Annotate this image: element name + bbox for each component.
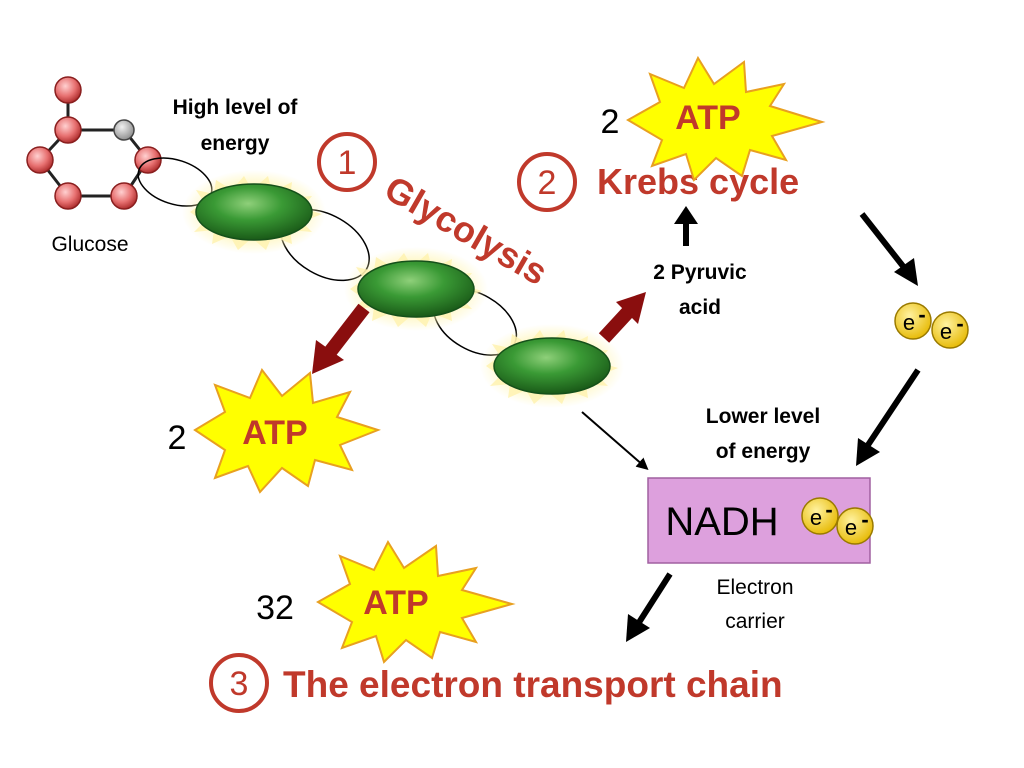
arrow-to-nadh — [581, 411, 649, 470]
nadh-label: NADH — [665, 500, 778, 544]
glucose-molecule-icon — [26, 76, 162, 210]
electron-symbol: e — [845, 515, 857, 540]
pyruvic-acid-label-line2: acid — [679, 296, 721, 319]
electron-pair-right: e - e - — [894, 302, 969, 349]
molecule-3-icon — [480, 324, 624, 408]
arrow-electrons-to-nadh — [856, 368, 921, 466]
lower-energy-label-line1: Lower level — [706, 405, 820, 428]
arrow-nadh-to-etc — [626, 572, 673, 642]
arrow-krebs-to-electrons — [859, 212, 918, 286]
electron-charge: - — [861, 507, 868, 532]
glucose-label: Glucose — [51, 233, 128, 256]
electron-carrier-label-line1: Electron — [716, 576, 793, 599]
atp-etc-label: ATP — [363, 584, 428, 622]
electron-transport-chain-label: The electron transport chain — [283, 664, 783, 705]
electron-icon: e - — [836, 507, 874, 545]
atp-glycolysis-count: 2 — [168, 419, 187, 457]
electron-charge: - — [825, 497, 832, 522]
step-3-marker: 3 — [209, 653, 269, 713]
atp-glycolysis-label: ATP — [242, 414, 307, 452]
molecule-2-icon — [344, 247, 488, 331]
electron-charge: - — [956, 311, 963, 336]
step-2-number: 2 — [538, 164, 557, 202]
nadh-box: NADH e - e - — [647, 477, 874, 564]
atp-burst-glycolysis: ATP — [193, 368, 381, 494]
molecule-1-icon — [182, 170, 326, 254]
atp-krebs-label: ATP — [675, 99, 740, 137]
arrow-to-krebs — [674, 206, 698, 246]
electron-carrier-label-line2: carrier — [725, 610, 785, 633]
step-2-marker: 2 — [517, 152, 577, 212]
electron-symbol: e — [903, 310, 915, 335]
atp-etc-count: 32 — [256, 589, 294, 627]
high-energy-label-line1: High level of — [173, 96, 299, 119]
atp-burst-etc: ATP — [315, 539, 516, 664]
step-1-marker: 1 — [317, 132, 377, 192]
electron-symbol: e — [940, 319, 952, 344]
step-1-number: 1 — [338, 144, 357, 182]
electron-icon: e - — [931, 311, 969, 349]
electron-symbol: e — [810, 505, 822, 530]
pyruvic-acid-label-line1: 2 Pyruvic — [653, 261, 747, 284]
arrow-to-pyruvic-acid — [598, 292, 646, 343]
lower-energy-label-line2: of energy — [716, 440, 811, 463]
high-energy-label-line2: energy — [201, 132, 270, 155]
atp-krebs-count: 2 — [601, 103, 620, 141]
atp-burst-krebs: ATP — [625, 55, 826, 182]
arrow-to-atp-glycolysis — [312, 303, 370, 374]
step-3-number: 3 — [230, 665, 249, 703]
electron-icon: e - — [894, 302, 932, 340]
electron-icon: e - — [801, 497, 839, 535]
electron-charge: - — [918, 302, 925, 327]
